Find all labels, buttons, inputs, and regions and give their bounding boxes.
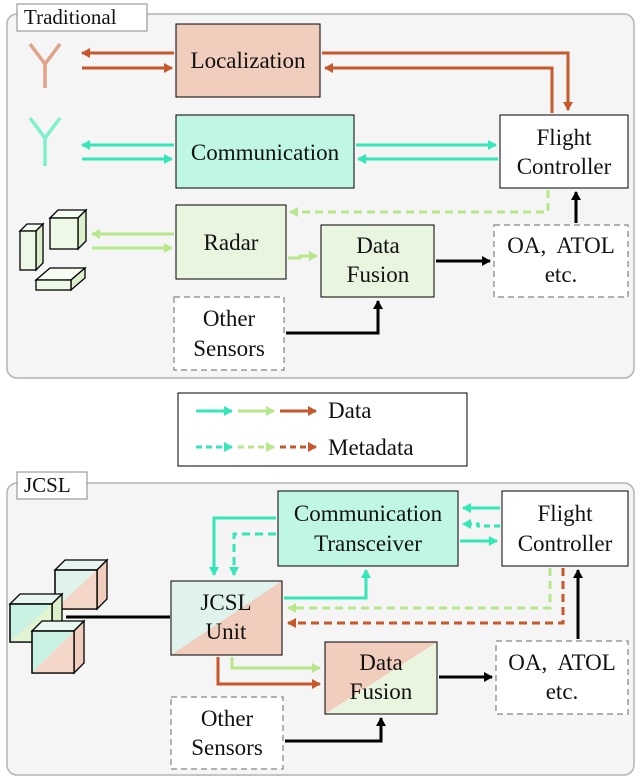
transceiver-block (277, 490, 459, 567)
jcsl-oa-atol-label-line2: etc. (546, 679, 579, 704)
jcsl-data-fusion-label-line2: Fusion (350, 679, 413, 704)
legend: Data Metadata (177, 392, 468, 467)
jcsl-other-sensors-label-line2: Sensors (191, 735, 263, 760)
legend-data-label: Data (328, 398, 371, 423)
radar-sensor-icon (18, 208, 88, 292)
jcsl-data-fusion-block (324, 641, 438, 715)
jcsl-sensors-to-fusion (285, 717, 386, 743)
oa-atol-label-line1: OA, ATOL (507, 233, 615, 258)
data-fusion-label-line2: Fusion (347, 262, 410, 287)
fc-arrow-to-loc (324, 63, 554, 113)
localization-antenna-icon (28, 42, 62, 88)
oa-atol-block (493, 224, 629, 298)
jcsl-unit-block (170, 580, 283, 656)
transceiver-label-line1: Communication (294, 501, 443, 526)
legend-metadata-label: Metadata (328, 435, 414, 460)
jcsl-sensor-icon (8, 558, 109, 675)
jcsl-loc-to-fusion (216, 657, 321, 689)
sensors-arrow-to-fusion (286, 300, 383, 335)
other-sensors-label-line1: Other (203, 306, 256, 331)
transceiver-metadata-to-jcsl (229, 532, 276, 576)
fc-metadata-to-transceiver (462, 519, 500, 529)
localization-block (175, 23, 321, 98)
jcsl-oa-atol-label-line1: OA, ATOL (508, 650, 616, 675)
data-fusion-label-line1: Data (356, 233, 399, 258)
jcsl-unit-label-line1: JCSL (200, 590, 251, 615)
jcsl-other-sensors-label-line1: Other (201, 706, 254, 731)
other-sensors-label-line2: Sensors (193, 336, 265, 361)
oa-atol-label-line2: etc. (545, 262, 578, 287)
other-sensors-block (173, 296, 285, 371)
jcsl-flight-controller-label-line2: Controller (518, 531, 613, 556)
jcsl-oa-atol-block (495, 640, 629, 715)
loc-arrow-to-fc (322, 51, 573, 111)
jcsl-unit-label-line2: Unit (206, 619, 248, 644)
jcsl-data-fusion-label-line1: Data (359, 650, 402, 675)
jcsl-panel-label: JCSL (24, 473, 71, 497)
jcsl-other-sensors-block (170, 696, 284, 770)
localization-label: Localization (191, 48, 306, 73)
traditional-panel: Traditional Localization Com (6, 3, 635, 379)
flight-controller-label-line2: Controller (517, 154, 612, 179)
flight-controller-label-line1: Flight (537, 125, 593, 150)
radar-label: Radar (204, 230, 259, 255)
jcsl-data-to-transceiver (284, 569, 371, 600)
jcsl-flight-controller-block (501, 490, 629, 567)
communication-label: Communication (191, 140, 340, 165)
radar-arrow-to-fusion (288, 251, 318, 261)
fc-metadata-to-radar (289, 190, 550, 217)
data-fusion-block (320, 224, 435, 298)
communication-antenna-icon (28, 116, 62, 166)
fc-loc-metadata-to-jcsl (287, 568, 565, 628)
radar-block (175, 204, 287, 280)
jcsl-flight-controller-label-line1: Flight (538, 501, 594, 526)
transceiver-label-line2: Transceiver (314, 531, 422, 556)
communication-block (175, 114, 355, 189)
traditional-panel-label: Traditional (24, 5, 117, 29)
flight-controller-block (499, 114, 629, 189)
jcsl-panel: JCSL (6, 471, 635, 776)
transceiver-data-to-jcsl (209, 516, 276, 576)
jcsl-sense-to-fusion (230, 657, 321, 673)
fc-sense-metadata-to-jcsl (287, 568, 552, 613)
